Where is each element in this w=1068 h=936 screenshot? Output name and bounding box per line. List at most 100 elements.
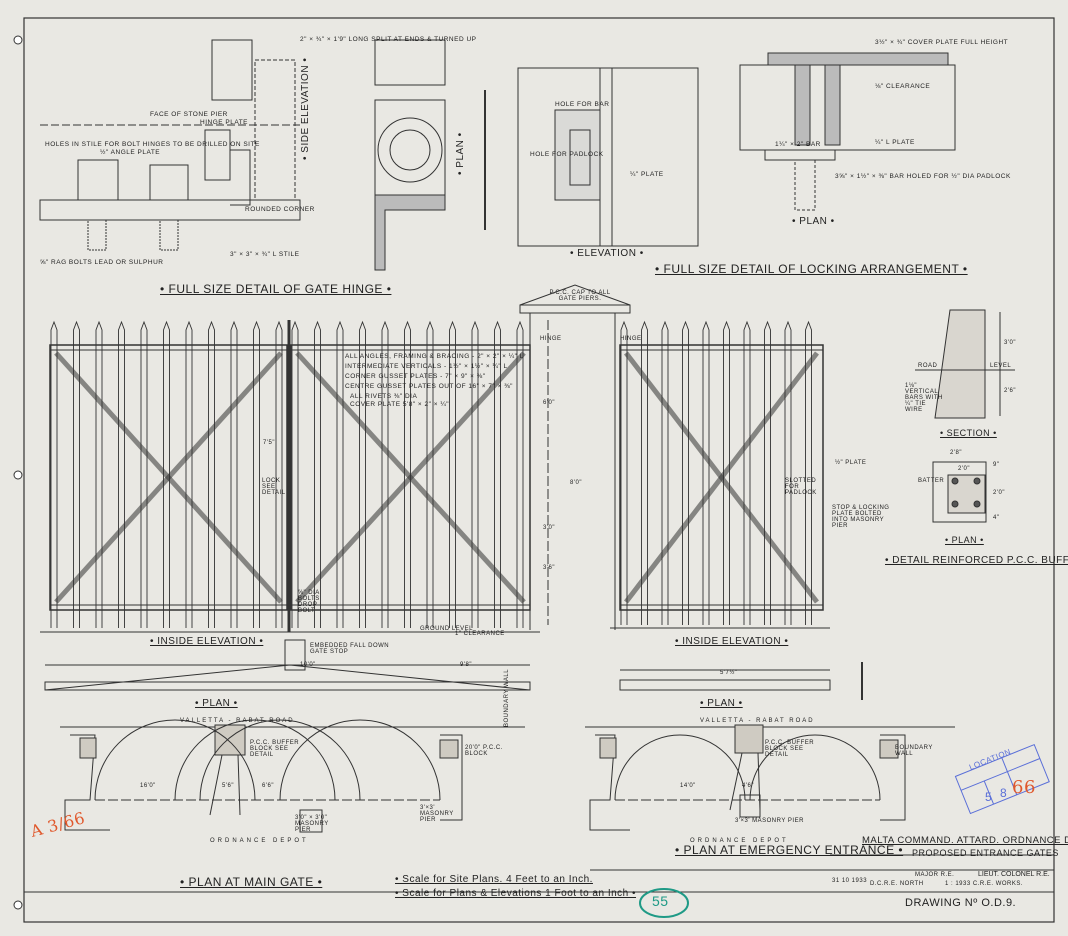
gate-frame [49, 344, 288, 611]
gate-pier-elevation [519, 284, 631, 630]
emergency-label: STOP & LOCKING PLATE BOLTED INTO MASONRY… [832, 505, 890, 529]
hinge-detail-drawing [39, 39, 486, 271]
gate-picket [516, 320, 524, 628]
emergency-depot-label: ORDNANCE DEPOT [690, 838, 789, 844]
buffer-section-label: • SECTION • [940, 428, 997, 438]
gate-label: 1" CLEARANCE [455, 631, 505, 637]
buffer-label: 2'8" [950, 450, 962, 456]
gate-frame [619, 344, 824, 611]
site-label: 14'0" [680, 783, 696, 789]
hinge-detail-title: • FULL SIZE DETAIL OF GATE HINGE • [160, 282, 392, 296]
locking-note: ¼" PLATE [630, 171, 664, 178]
dimension: 3'0" [543, 525, 555, 531]
gate-picket [702, 320, 710, 625]
gate-brace [54, 351, 283, 604]
scale-elevations: • Scale for Plans & Elevations 1 Foot to… [395, 888, 637, 899]
gate-picket [494, 320, 501, 628]
location-stamp-value: 5 [985, 790, 993, 804]
title-major: MAJOR R.E. [915, 872, 955, 878]
gate-picket [661, 320, 669, 625]
emergency-gate-plan-strip [619, 662, 863, 700]
dimension: 6'0" [543, 400, 555, 406]
gate-picket [471, 320, 479, 628]
gate-picket [95, 320, 103, 628]
plan-at-emergency-title: • PLAN AT EMERGENCY ENTRANCE • [675, 843, 904, 857]
main-depot-label: ORDNANCE DEPOT [210, 838, 309, 844]
hinge-note: HOLES IN STILE FOR BOLT HINGES TO BE DRI… [45, 141, 260, 148]
location-stamp [954, 743, 1050, 815]
site-label: BOUNDARY WALL [895, 745, 933, 757]
gate-picket [426, 320, 434, 628]
title-line-1: MALTA COMMAND. ATTARD. ORDNANCE DEPOT. [862, 835, 1068, 846]
locking-note: 1¼" × 2" BAR [775, 141, 821, 148]
main-gate-site-plan [60, 719, 525, 833]
gate-spec-note: CENTRE GUSSET PLATES OUT OF 16" × 7" × ⅜… [345, 383, 513, 390]
hinge-note: HINGE PLATE [200, 119, 249, 126]
gate-label: HINGE [540, 336, 562, 342]
hinge-note: ⅝" RAG BOLTS LEAD OR SULPHUR [40, 259, 164, 266]
gate-picket [641, 320, 648, 625]
gate-spec-note: CORNER GUSSET PLATES - 7" × 9" × ⅜" [345, 373, 486, 380]
emergency-plan-label: • PLAN • [700, 698, 743, 709]
main-gate-plan-strip [44, 639, 531, 691]
buffer-plan-label: • PLAN • [945, 535, 984, 545]
emergency-label: HINGE [620, 336, 642, 342]
gate-picket [185, 320, 193, 628]
gate-picket [723, 320, 730, 625]
gate-picket [73, 320, 80, 628]
gate-brace [295, 351, 526, 604]
buffer-label: ROAD [918, 363, 938, 369]
title-line-2: PROPOSED ENTRANCE GATES [912, 848, 1059, 858]
scale-site-plans: • Scale for Site Plans. 4 Feet to an Inc… [395, 874, 593, 885]
buffer-label: 3'0" [1004, 340, 1016, 346]
gate-picket [682, 320, 689, 625]
buffer-label: 2'6" [1004, 388, 1016, 394]
site-label: P.C.C. BUFFER BLOCK SEE DETAIL [765, 740, 815, 758]
emergency-site-plan [585, 724, 955, 831]
gate-picket [163, 320, 170, 628]
hinge-note: ½" ANGLE PLATE [100, 149, 161, 156]
drawing-number: DRAWING Nº O.D.9. [905, 897, 1017, 909]
buffer-detail-drawing [915, 309, 1015, 523]
gate-picket [230, 320, 238, 628]
emergency-label: ½" PLATE [835, 460, 867, 466]
main-road-label: VALLETTA - RABAT ROAD [180, 718, 295, 724]
locking-plan-label: • PLAN • [792, 216, 835, 227]
gate-picket [314, 320, 321, 628]
plan-at-main-gate-title: • PLAN AT MAIN GATE • [180, 875, 323, 889]
gate-brace [624, 351, 819, 604]
buffer-label: 2'0" [993, 490, 1005, 496]
gate-picket [381, 320, 389, 628]
gate-picket [208, 320, 215, 628]
gate-picket [620, 320, 628, 625]
locking-note: HOLE FOR PADLOCK [530, 151, 604, 158]
locking-note: ¼" L PLATE [875, 139, 915, 146]
hinge-note: FACE OF STONE PIER [150, 111, 228, 118]
main-plan-label: • PLAN • [195, 698, 238, 709]
gate-label: GROUND LEVEL [420, 626, 474, 632]
gate-spec-note: COVER PLATE 5'8" × 2" × ¼" [350, 401, 450, 408]
locking-note: HOLE FOR BAR [555, 101, 610, 108]
locking-detail-title: • FULL SIZE DETAIL OF LOCKING ARRANGEMEN… [655, 262, 968, 276]
site-label: 5'6" [222, 783, 234, 789]
gate-picket [275, 320, 283, 628]
binder-hole [13, 35, 23, 45]
gate-picket [743, 320, 751, 625]
site-label: 20'0" P.C.C. BLOCK [465, 745, 503, 757]
emergency-road-label: VALLETTA - RABAT ROAD [700, 718, 815, 724]
locking-note: ⅛" CLEARANCE [875, 83, 931, 90]
gate-spec-note: ALL ANGLES, FRAMING & BRACING - 2" × 2" … [345, 353, 524, 360]
buffer-label: 2'0" [958, 466, 970, 472]
gate-spec-note: ALL RIVETS ⅜" DIA [350, 393, 418, 400]
hinge-note: 2" × ¾" × 1'9" LONG SPLIT AT ENDS & TURN… [300, 36, 477, 43]
dimension: 7'5" [263, 440, 275, 446]
site-label: 6'6" [262, 783, 274, 789]
gate-label: ⅝" DIA BOLTS DROP BOLT [298, 590, 320, 614]
title-cre: 1 : 1933 C.R.E. WORKS. [945, 881, 1024, 887]
site-label: 3'0" × 3'0" MASONRY PIER [295, 815, 329, 833]
main-gate-elevation [40, 320, 540, 633]
gate-picket [404, 320, 411, 628]
site-label: 4'6" [742, 783, 754, 789]
dimension: 8'0" [570, 480, 582, 486]
hinge-note: 3" × 3" × ¾" L STILE [230, 251, 300, 258]
